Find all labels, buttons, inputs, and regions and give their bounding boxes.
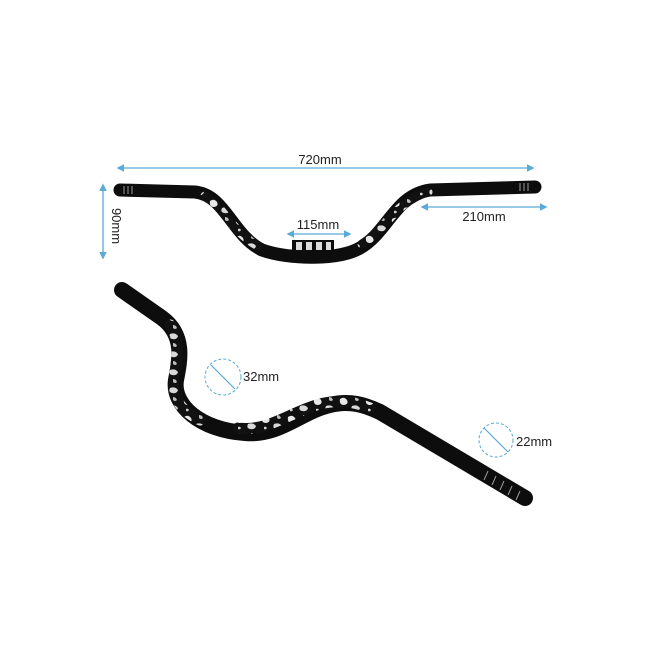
width-label: 720mm	[298, 152, 341, 167]
center-clamp-graphic	[292, 240, 334, 252]
clamp-diameter-label: 32mm	[243, 369, 279, 384]
handlebar-front-view	[113, 180, 542, 264]
center-width-dimension: 115mm	[286, 217, 352, 238]
width-dimension: 720mm	[116, 152, 535, 172]
grip-scale-marks	[483, 470, 521, 501]
grip-length-dimension: 210mm	[420, 203, 548, 224]
rise-dimension: 90mm	[99, 183, 124, 260]
grip-length-label: 210mm	[462, 209, 505, 224]
rise-label: 90mm	[109, 208, 124, 244]
grip-diameter-label: 22mm	[516, 434, 552, 449]
center-width-label: 115mm	[297, 217, 339, 232]
handlebar-angled-view	[114, 282, 533, 506]
grip-diameter-dimension: 22mm	[478, 422, 552, 458]
clamp-diameter-dimension: 32mm	[204, 358, 279, 396]
